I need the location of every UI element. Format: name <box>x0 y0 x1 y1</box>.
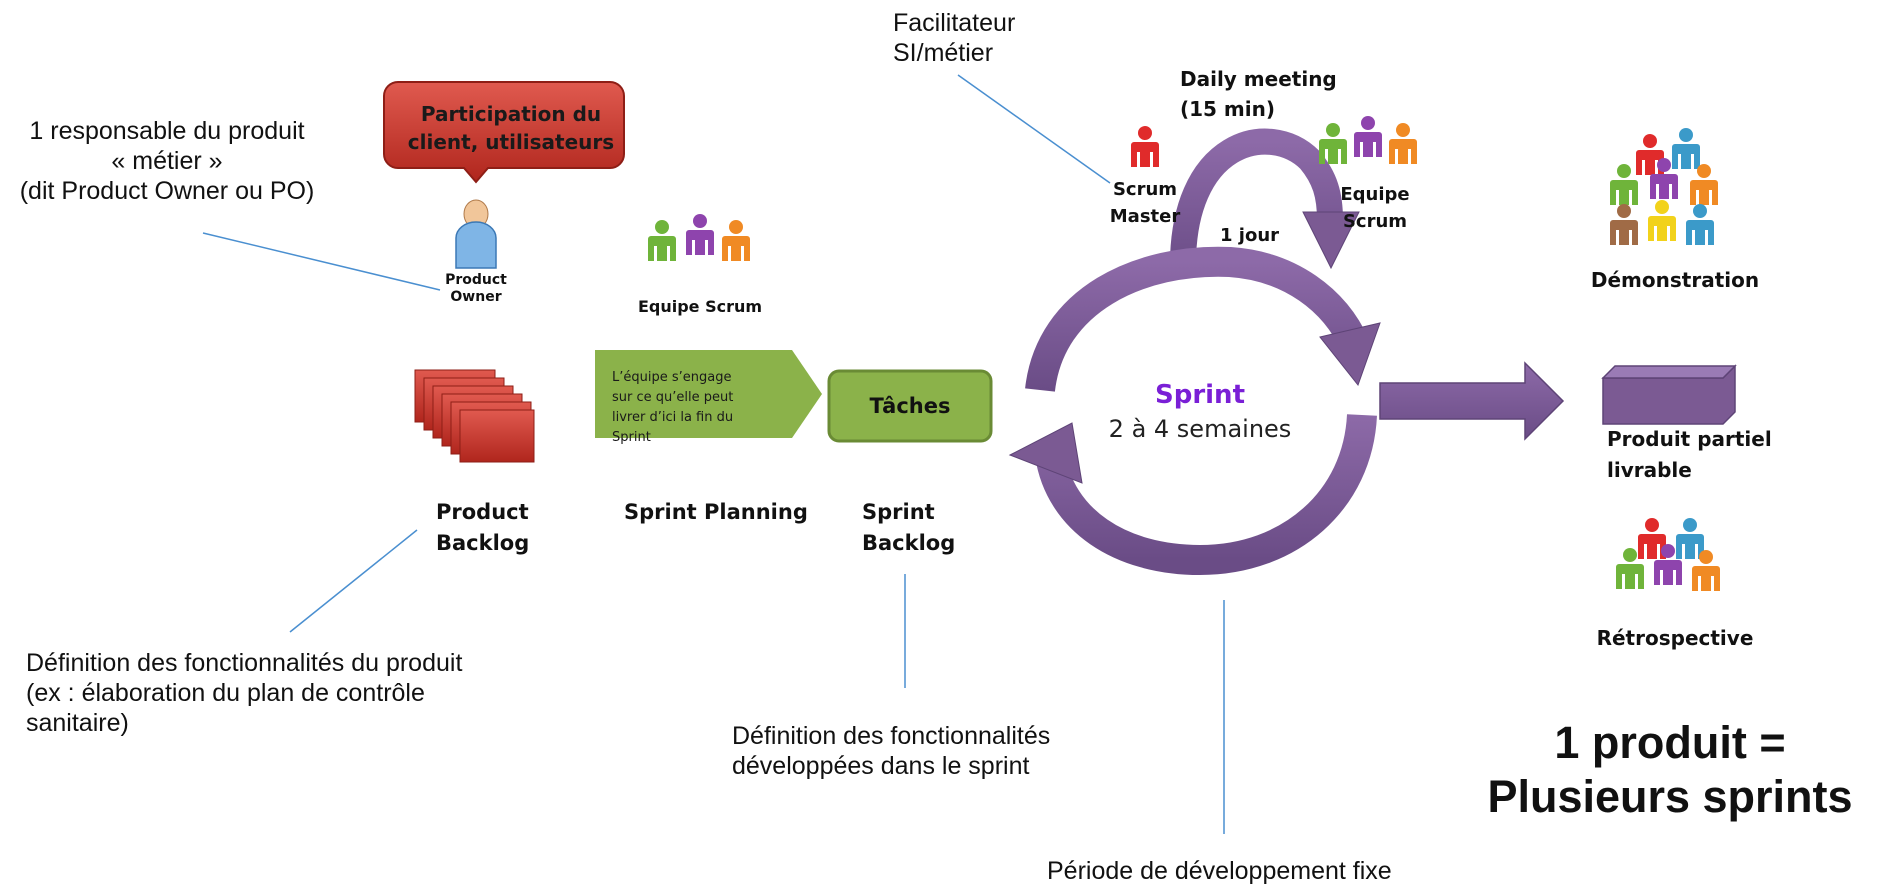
customer-bubble <box>383 81 625 184</box>
conclusion-line-1: 1 produit = <box>1554 717 1786 768</box>
sprint-backlog-note-line-1: Définition des fonctionnalités <box>732 722 1051 750</box>
product-backlog-note-line-3: sanitaire) <box>26 709 129 737</box>
connector-lines <box>202 74 1225 834</box>
team-label-planning: Equipe Scrum <box>637 297 763 316</box>
sprint-backlog-note: Définition des fonctionnalités développé… <box>732 721 1132 781</box>
product-owner-label-line-2: Owner <box>450 289 502 305</box>
team-icon-planning <box>648 214 750 261</box>
product-backlog-connector <box>289 529 418 633</box>
engagement-line-2: sur ce qu’elle peut <box>612 390 734 405</box>
scrum-master-label-line-2: Master <box>1109 206 1181 227</box>
retrospective-crowd-icon <box>1616 518 1720 591</box>
customer-bubble-line-1: Participation du <box>420 102 602 126</box>
facilitator-note-line-1: Facilitateur <box>893 9 1016 37</box>
engagement-line-4: Sprint <box>612 430 651 445</box>
conclusion: 1 produit = Plusieurs sprints <box>1470 716 1870 824</box>
customer-bubble-text: Participation du client, utilisateurs <box>386 100 636 156</box>
output-arrow <box>1379 361 1565 441</box>
daily-loop-arrow <box>1169 128 1360 273</box>
sprint-title: Sprint <box>1154 380 1245 410</box>
daily-cycle-label: 1 jour <box>1220 225 1280 246</box>
product-owner-icon <box>455 199 497 269</box>
sprint-cycle-arrows <box>1008 246 1381 576</box>
sprint-backlog-label-line-2: Backlog <box>862 531 956 555</box>
product-backlog-note-line-2: (ex : élaboration du plan de contrôle <box>26 679 425 707</box>
scrum-master-label-line-1: Scrum <box>1112 179 1178 200</box>
sprint-planning-label: Sprint Planning <box>624 500 808 524</box>
sprint-center: Sprint 2 à 4 semaines <box>1080 378 1320 446</box>
daily-meeting-title-line-2: (15 min) <box>1180 97 1276 121</box>
product-backlog-icon <box>414 369 535 463</box>
daily-meeting-title-line-1: Daily meeting <box>1180 67 1337 91</box>
sprint-backlog-label: Sprint Backlog <box>862 497 982 559</box>
increment-label: Produit partiel livrable <box>1607 424 1807 486</box>
product-owner-label: Product Owner <box>436 272 516 306</box>
increment-box-icon <box>1601 364 1737 425</box>
engagement-line-3: livrer d’ici la fin du <box>612 410 734 425</box>
product-backlog-note-line-1: Définition des fonctionnalités du produi… <box>26 649 463 677</box>
product-backlog-note: Définition des fonctionnalités du produi… <box>26 648 546 738</box>
scrum-master-label: Scrum Master <box>1100 176 1190 230</box>
sprint-backlog-label-line-1: Sprint <box>862 500 935 524</box>
daily-team-label-line-1: Equipe <box>1340 184 1410 205</box>
engagement-line-1: L’équipe s’engage <box>612 370 732 385</box>
scrum-master-connector <box>957 74 1111 184</box>
sprint-backlog-note-line-2: développées dans le sprint <box>732 752 1030 780</box>
increment-label-line-2: livrable <box>1607 458 1692 482</box>
retrospective-label: Rétrospective <box>1596 626 1754 650</box>
tasks-box-label: Tâches <box>869 394 951 418</box>
facilitator-note: Facilitateur SI/métier <box>893 8 1093 68</box>
demonstration-crowd-icon <box>1610 128 1718 245</box>
product-owner-note-line-3: (dit Product Owner ou PO) <box>19 177 315 205</box>
product-owner-note: 1 responsable du produit « métier » (dit… <box>8 116 326 206</box>
increment-label-line-1: Produit partiel <box>1607 427 1772 451</box>
product-owner-label-line-1: Product <box>445 272 507 288</box>
product-backlog-label-line-2: Backlog <box>436 531 530 555</box>
product-owner-note-line-1: 1 responsable du produit <box>29 117 305 145</box>
customer-bubble-line-2: client, utilisateurs <box>407 130 615 154</box>
daily-meeting-title: Daily meeting (15 min) <box>1180 64 1360 124</box>
engagement-arrow-text: L’équipe s’engage sur ce qu’elle peut li… <box>612 368 792 448</box>
scrum-master-icon <box>1131 126 1159 167</box>
facilitator-note-line-2: SI/métier <box>893 39 994 67</box>
product-backlog-label: Product Backlog <box>436 497 576 559</box>
tasks-box <box>827 369 993 443</box>
product-owner-note-line-2: « métier » <box>111 147 223 175</box>
po-connector <box>202 232 441 291</box>
sprint-duration: 2 à 4 semaines <box>1108 415 1292 443</box>
daily-team-label: Equipe Scrum <box>1330 181 1420 235</box>
conclusion-line-2: Plusieurs sprints <box>1487 771 1853 822</box>
sprint-period-note: Période de développement fixe <box>1047 857 1392 885</box>
demonstration-label: Démonstration <box>1590 268 1760 292</box>
product-backlog-label-line-1: Product <box>436 500 529 524</box>
daily-team-label-line-2: Scrum <box>1342 211 1408 232</box>
engagement-arrow <box>595 350 822 438</box>
